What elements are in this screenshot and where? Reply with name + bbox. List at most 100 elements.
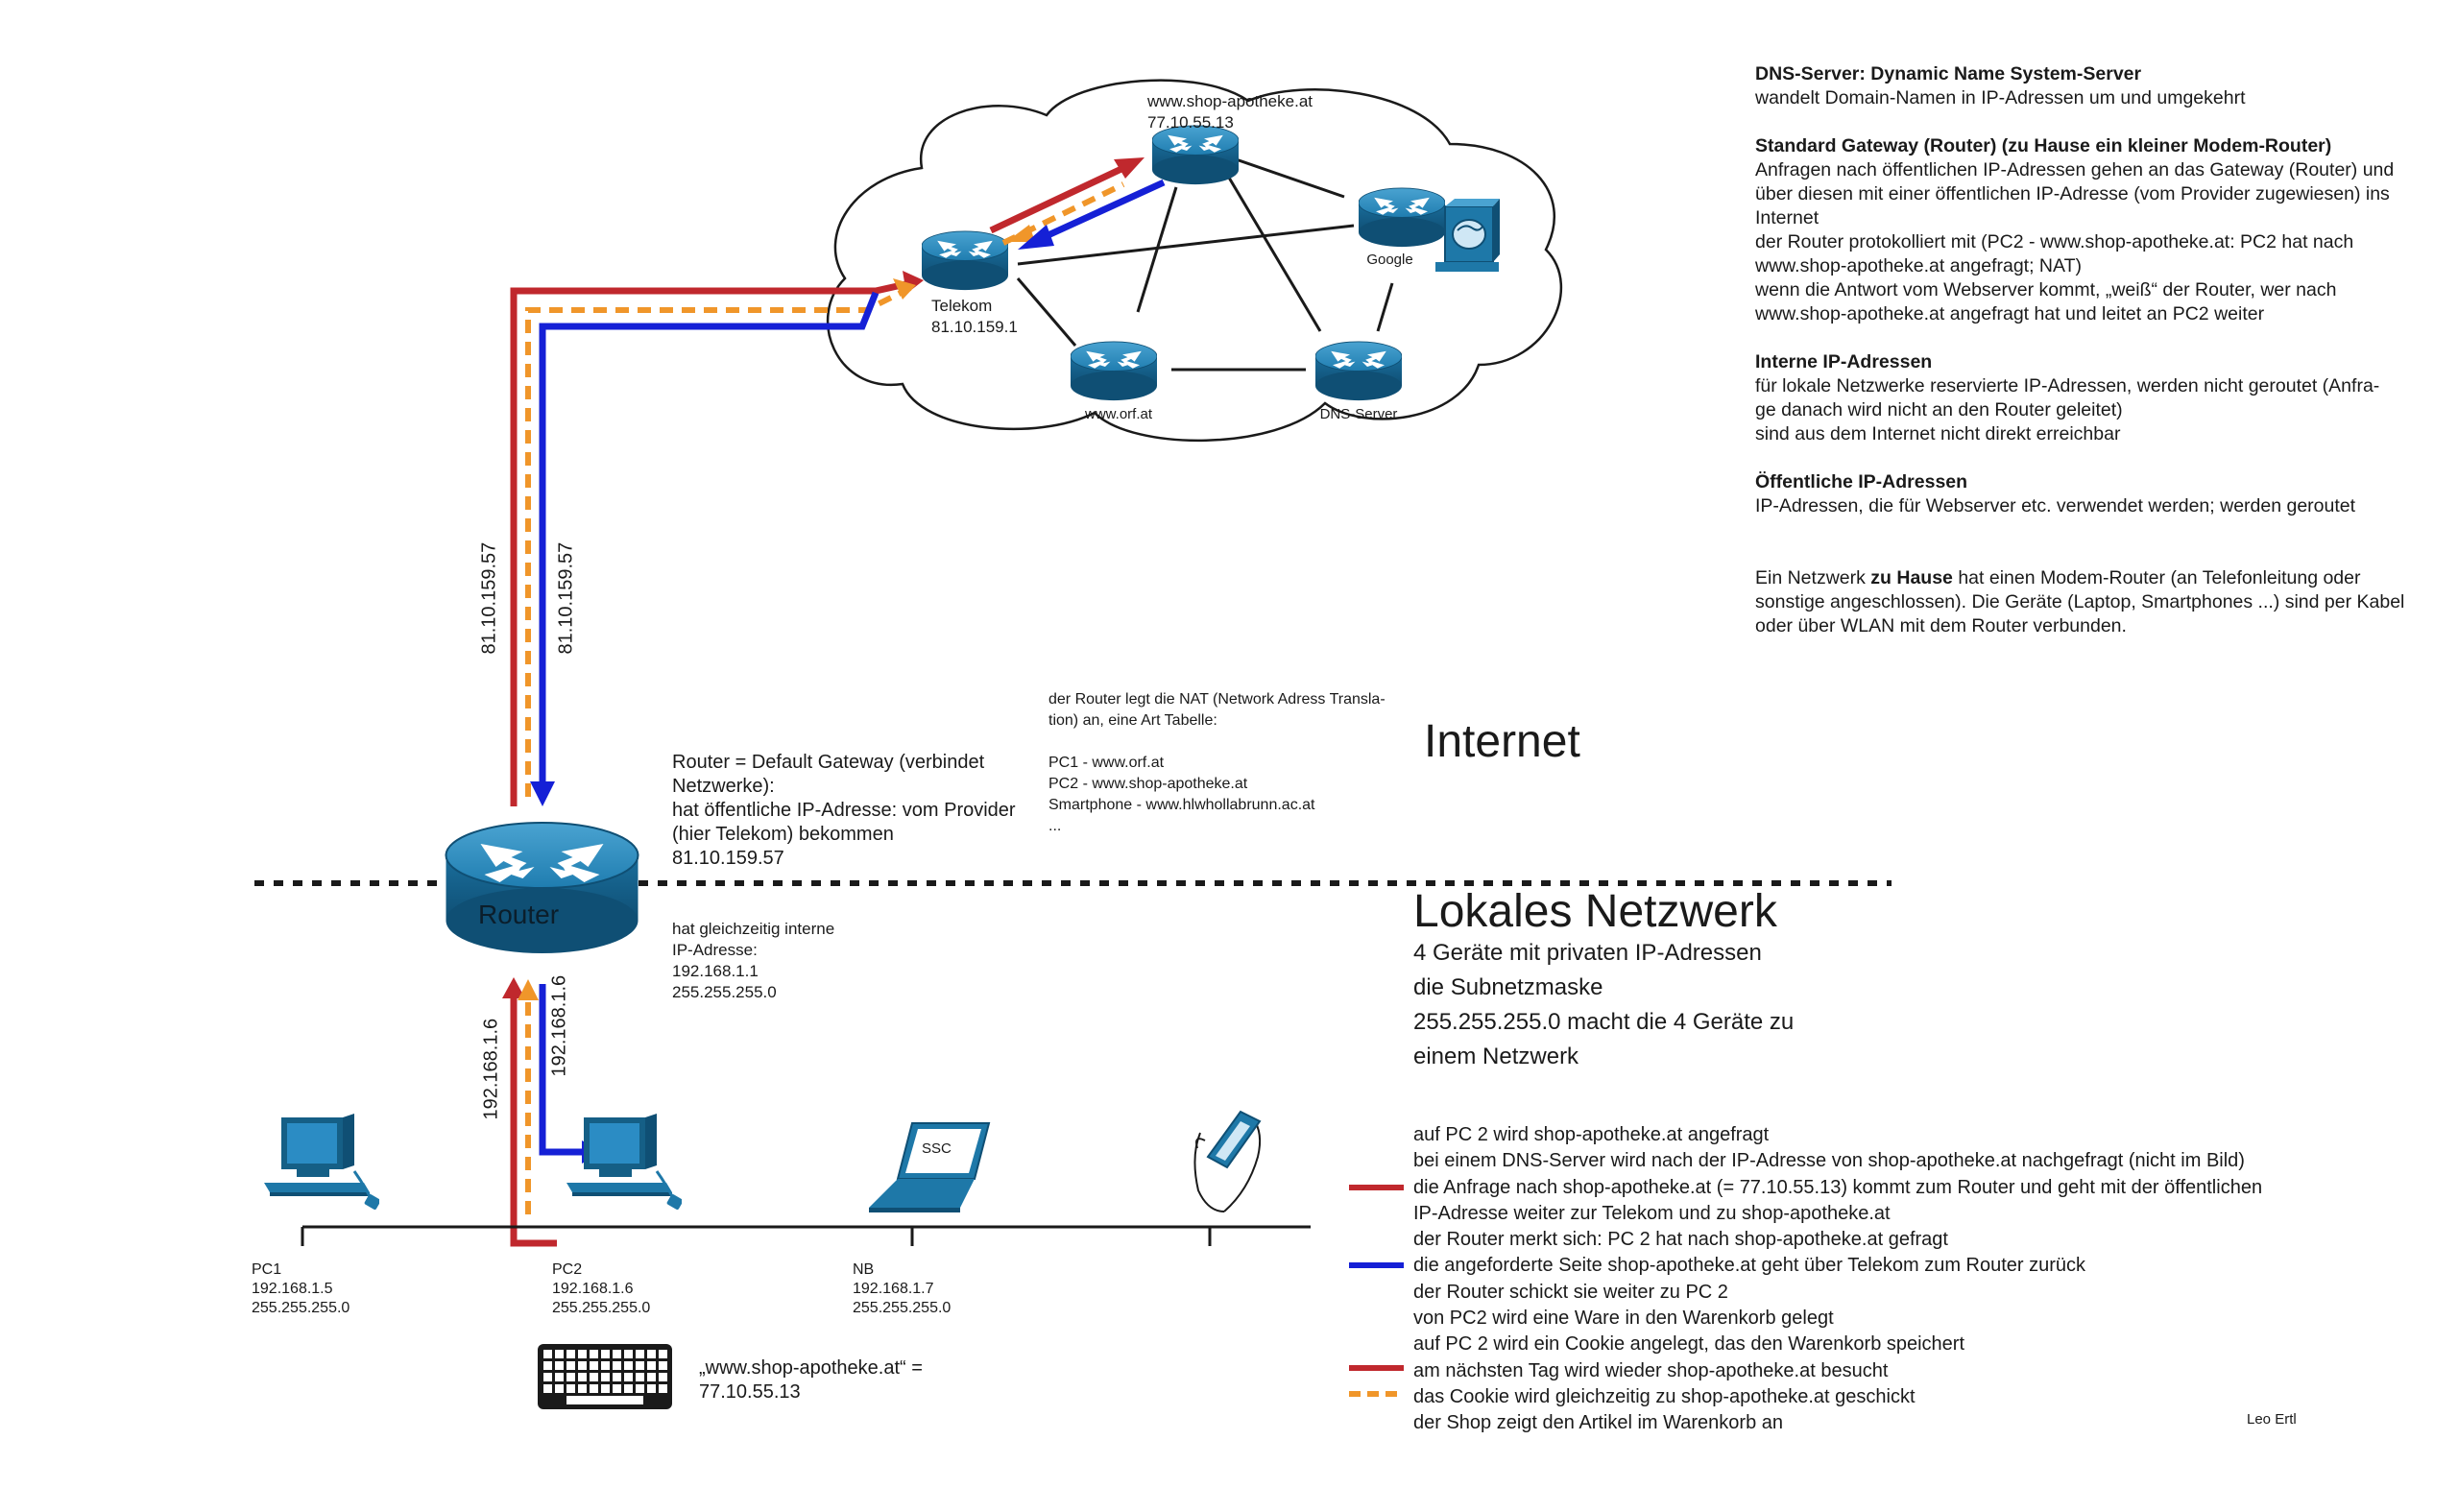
keyboard-key [578,1350,587,1358]
keyboard-key [566,1373,575,1381]
legend-line: am nächsten Tag wird wieder shop-apothek… [1413,1359,1889,1381]
lokal-zone-title: Lokales Netzwerk [1413,886,1777,937]
telekom-label: Telekom 81.10.159.1 [931,296,1018,338]
nat-line: ... [1048,818,1062,834]
gateway-line: www.shop-apotheke.at angefragt hat und l… [1755,303,2265,324]
shop-host-label: www.shop-apotheke.at 77.10.55.13 [1147,91,1313,133]
gateway-line: Anfragen nach öffentlichen IP-Adressen g… [1755,159,2395,180]
keyboard-key [555,1361,564,1370]
home-prefix: Ein Netzwerk [1755,567,1871,588]
device-ip: 192.168.1.5 [252,1281,333,1297]
keyboard-key [624,1350,633,1358]
keyboard-key [659,1373,667,1381]
internal-ip-line: für lokale Netzwerke reservierte IP-Adre… [1755,375,2380,396]
keyboard-key [613,1361,621,1370]
device-name: PC1 [252,1261,282,1278]
laptop-icon [869,1122,991,1212]
keyboard-key [647,1373,656,1381]
keyboard-key [590,1361,598,1370]
router-desc-line: Router = Default Gateway (verbindet [672,752,985,773]
keyboard-key [601,1384,610,1393]
keyboard-key [636,1384,644,1393]
keyboard-note-line: „www.shop-apotheke.at“ = [699,1357,923,1379]
orf-router-icon [1071,341,1157,401]
handheld-icon [1193,1110,1262,1212]
orf-label: www.orf.at [1084,406,1153,422]
nat-line: Smartphone - www.hlwhollabrunn.ac.at [1048,797,1315,813]
device-mask: 255.255.255.0 [853,1300,952,1316]
keyboard-key [647,1361,656,1370]
uplink-orange [525,285,912,797]
keyboard-key [555,1384,564,1393]
keyboard-key [636,1373,644,1381]
keyboard-key [555,1350,564,1358]
device-name: PC2 [552,1261,583,1278]
legend: auf PC 2 wird shop-apotheke.at angefragt… [1413,1122,2262,1437]
home-rest: hat einen Modem-Router (an Telefonleitun… [1952,567,2361,588]
nat-line [1048,732,1386,753]
lokal-line: einem Netzwerk [1413,1044,1579,1069]
pc1-icon [264,1114,379,1210]
dns-router-icon [1315,341,1402,401]
glossary-sidebar: DNS-Server: Dynamic Name System-Server w… [1755,62,2427,638]
router-desc-line: (hier Telekom) bekommen [672,824,894,845]
keyboard-note: „www.shop-apotheke.at“ = 77.10.55.13 [699,1356,923,1404]
home-network-line: Ein Netzwerk zu Hause hat einen Modem-Ro… [1755,566,2427,590]
uplink-red [510,279,911,806]
keyboard-key [543,1373,552,1381]
home-line: sonstige angeschlossen). Die Geräte (Lap… [1755,591,2405,612]
device-pc2: PC2 192.168.1.6 255.255.255.0 [552,1260,650,1318]
gateway-line: der Router protokolliert mit (PC2 - www.… [1755,231,2354,252]
lokal-line: die Subnetzmaske [1413,974,1603,1000]
lokal-line: 255.255.255.0 macht die 4 Geräte zu [1413,1009,1795,1035]
keyboard-note-line: 77.10.55.13 [699,1381,801,1403]
legend-line: die Anfrage nach shop-apotheke.at (= 77.… [1413,1176,2263,1198]
keyboard-key [613,1350,621,1358]
keyboard-key [659,1350,667,1358]
uplink-ip-left: 81.10.159.57 [478,541,500,655]
cloud-links [1016,152,1394,372]
legend-line: auf PC 2 wird ein Cookie angelegt, das d… [1413,1333,1965,1356]
google-router-icon [1359,187,1445,248]
router-label: Router [478,900,560,929]
uplink-ip-right: 81.10.159.57 [555,541,577,655]
keyboard-key [624,1361,633,1370]
public-ip-title: Öffentliche IP-Adressen [1755,471,1968,492]
gateway-line: www.shop-apotheke.at angefragt; NAT) [1755,255,2082,276]
nat-line: der Router legt die NAT (Network Adress … [1048,691,1386,708]
device-name: NB [853,1261,875,1278]
gateway-line: wenn die Antwort vom Webserver kommt, „w… [1755,279,2337,300]
keyboard-key [590,1384,598,1393]
device-mask: 255.255.255.0 [252,1300,350,1316]
downlink-ip-right: 192.168.1.6 [548,974,570,1077]
keyboard-key [566,1361,575,1370]
lokal-zone-description: 4 Geräte mit privaten IP-Adressen die Su… [1413,936,1794,1074]
shop-host: www.shop-apotheke.at [1147,92,1313,110]
router-internal-line: hat gleichzeitig interne [672,920,835,938]
keyboard-key [543,1350,552,1358]
legend-line: der Router merkt sich: PC 2 hat nach sho… [1413,1229,1948,1251]
google-label: Google [1366,252,1413,268]
internal-ip-line: ge danach wird nicht an den Router gelei… [1755,399,2123,420]
gateway-title: Standard Gateway (Router) (zu Hause ein … [1755,135,2332,156]
router-internal-ip: hat gleichzeitig interne IP-Adresse: 192… [672,919,834,1003]
internal-ip-title: Interne IP-Adressen [1755,351,1933,372]
device-nb: NB 192.168.1.7 255.255.255.0 [853,1260,951,1318]
legend-line: bei einem DNS-Server wird nach der IP-Ad… [1413,1150,2245,1172]
telekom-router-icon [922,230,1008,291]
keyboard-key [543,1384,552,1393]
keyboard-key [647,1384,656,1393]
telekom-name: Telekom [931,297,993,315]
nat-line: PC2 - www.shop-apotheke.at [1048,776,1248,792]
router-desc-line: Netzwerke): [672,776,775,797]
downlink-ip-left: 192.168.1.6 [480,1018,502,1120]
dns-label: DNS-Server [1319,406,1398,422]
keyboard-key [578,1384,587,1393]
nat-note: der Router legt die NAT (Network Adress … [1048,689,1386,837]
device-pc1: PC1 192.168.1.5 255.255.255.0 [252,1260,349,1318]
internet-zone-title: Internet [1424,716,1580,767]
keyboard-key [636,1350,644,1358]
keyboard-key [613,1384,621,1393]
keyboard-icon [538,1344,672,1409]
